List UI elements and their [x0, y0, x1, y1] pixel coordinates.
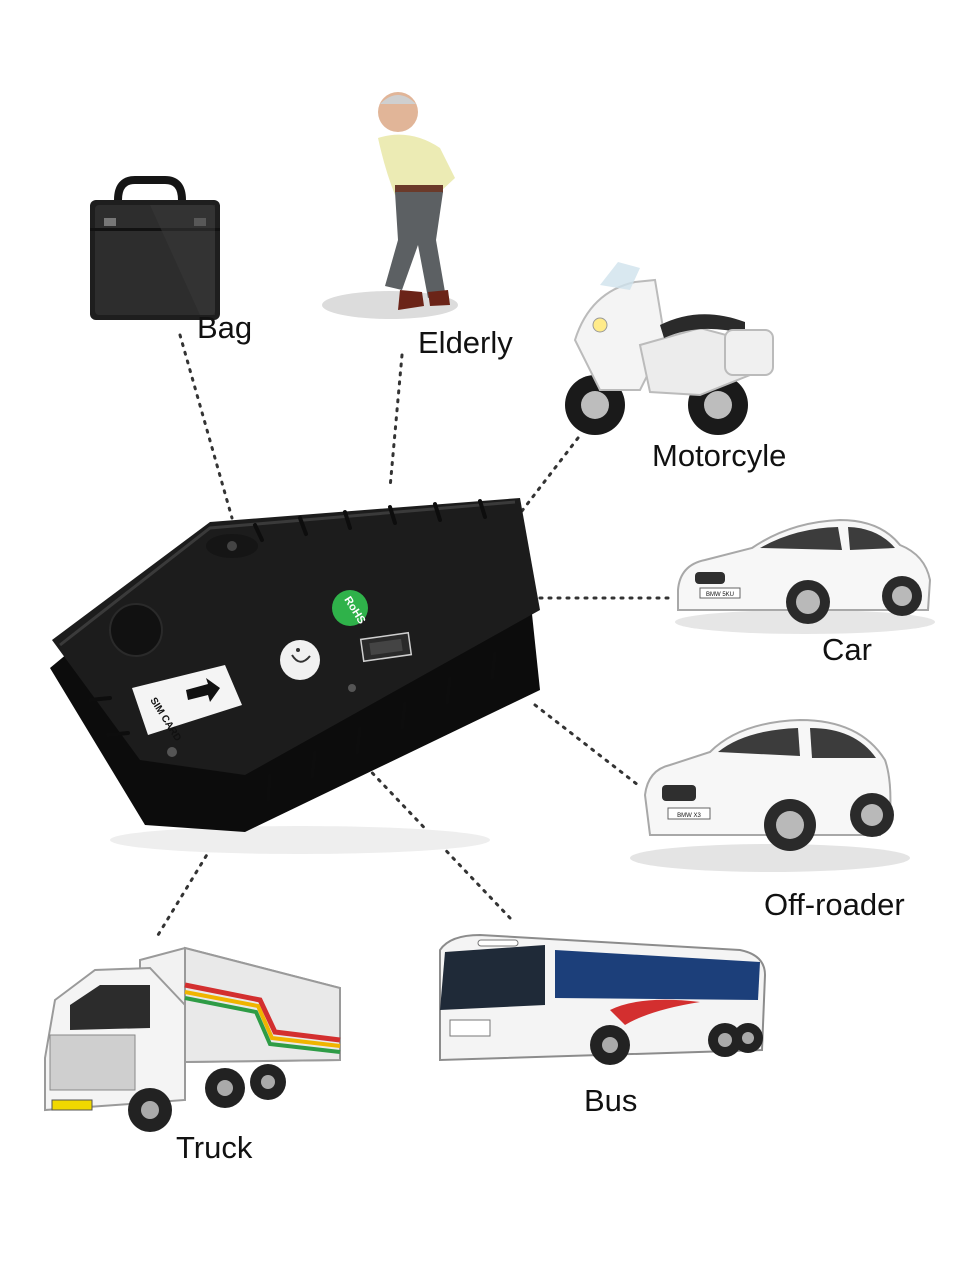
briefcase-icon: [90, 176, 220, 320]
offroader-plate: BMW X3: [677, 813, 701, 819]
label-bus: Bus: [584, 1083, 638, 1118]
car-plate: BMW 5KU: [706, 592, 734, 598]
gps-tracker-device: RoHS SIM CARD: [50, 498, 540, 854]
motorcycle-icon: [565, 262, 774, 435]
label-motorcycle: Motorcyle: [652, 438, 787, 473]
label-truck: Truck: [176, 1130, 253, 1165]
label-offroader: Off-roader: [764, 887, 905, 922]
connector-elderly: [388, 353, 404, 490]
elderly-person-icon: [322, 92, 458, 319]
sedan-car-icon: BMW 5KU: [675, 518, 935, 634]
label-car: Car: [822, 632, 872, 667]
label-elderly: Elderly: [418, 325, 513, 360]
connector-offroader: [533, 703, 640, 787]
label-bag: Bag: [197, 310, 253, 345]
connector-bag: [178, 333, 234, 520]
bus-icon: [439, 933, 767, 1065]
offroader-icon: BMW X3: [630, 718, 910, 872]
truck-icon: [44, 946, 341, 1132]
